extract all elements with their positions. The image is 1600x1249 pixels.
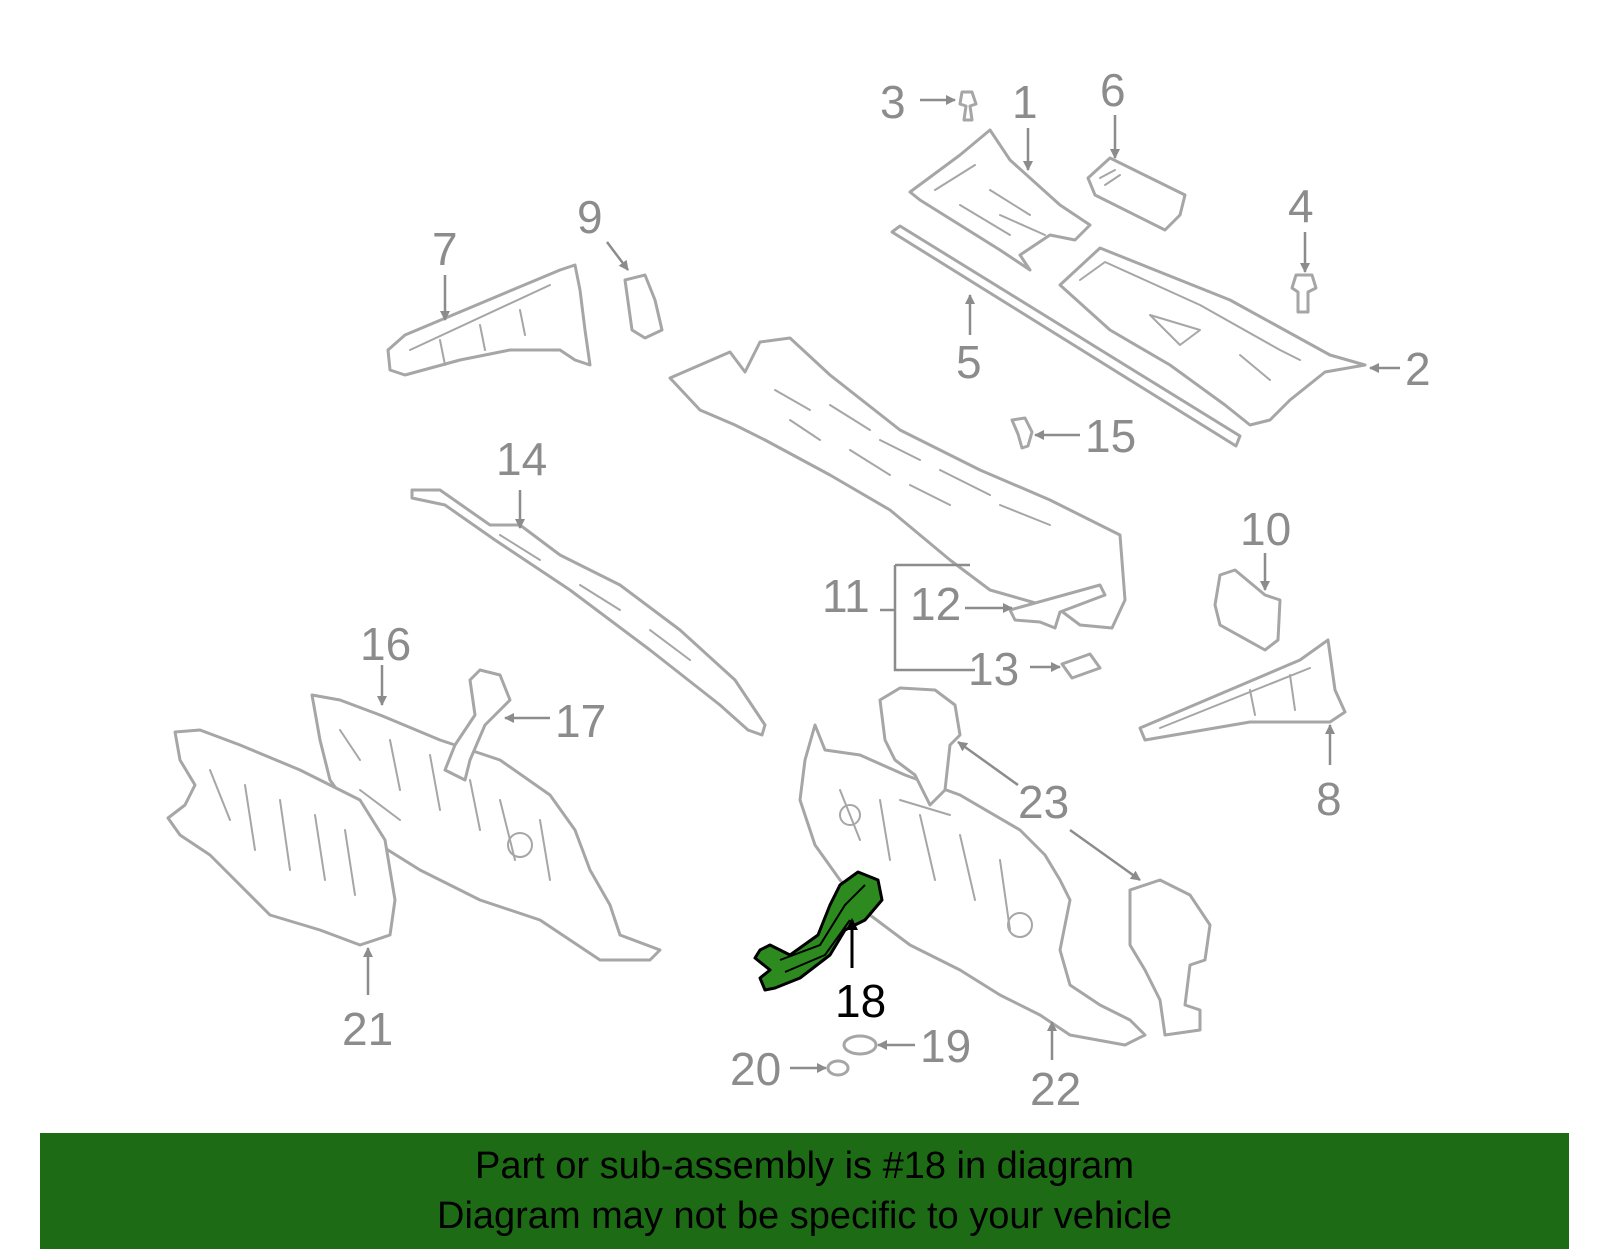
part-15-clip — [1010, 416, 1034, 450]
callout-2: 2 — [1405, 343, 1431, 395]
part-3-clip — [958, 90, 978, 122]
part-12-bracket — [1008, 583, 1107, 630]
callout-8: 8 — [1316, 773, 1342, 825]
callout-21: 21 — [342, 1003, 393, 1055]
callout-16: 16 — [360, 618, 411, 670]
part-6-vent-cover — [1086, 156, 1187, 232]
callout-15: 15 — [1085, 410, 1136, 462]
part-22-dash-assembly — [798, 723, 1147, 1047]
part-21-insulator — [166, 728, 397, 947]
part-13-plate — [1060, 652, 1102, 680]
callout-13: 13 — [968, 643, 1019, 695]
part-18-highlighted-brace — [753, 870, 884, 992]
part-20-plug — [826, 1059, 850, 1077]
banner-line-part: Part or sub-assembly is #18 in diagram — [475, 1145, 1134, 1187]
part-19-grommet — [842, 1034, 878, 1056]
banner-line-disclaimer: Diagram may not be specific to your vehi… — [437, 1195, 1172, 1237]
part-9-bracket — [623, 273, 664, 340]
callout-9: 9 — [577, 191, 603, 243]
part-5-weatherstrip — [890, 224, 1242, 448]
part-10-bracket — [1213, 568, 1282, 652]
callout-20: 20 — [730, 1043, 781, 1095]
part-1-cowl-panel — [908, 128, 1092, 272]
callout-5: 5 — [956, 336, 982, 388]
info-banner: Part or sub-assembly is #18 in diagram D… — [40, 1133, 1569, 1249]
part-23-insulator-pads — [878, 686, 1212, 1037]
callout-19: 19 — [920, 1020, 971, 1072]
leader-lines — [363, 95, 1400, 1073]
part-17-brace — [443, 668, 512, 782]
callout-10: 10 — [1240, 503, 1291, 555]
part-8-side-brace — [1138, 638, 1347, 742]
part-11-cowl-lower — [668, 336, 1127, 630]
callout-12: 12 — [910, 578, 961, 630]
callout-23: 23 — [1018, 776, 1069, 828]
callout-18: 18 — [835, 975, 886, 1027]
callout-11: 11 — [822, 570, 870, 622]
callout-1: 1 — [1012, 76, 1038, 128]
callout-labels: 1 2 3 4 5 6 7 8 9 10 11 12 13 14 15 16 1… — [342, 64, 1431, 1115]
callout-14: 14 — [496, 433, 547, 485]
callout-6: 6 — [1100, 64, 1126, 116]
callout-7: 7 — [432, 223, 458, 275]
part-2-cowl-louver — [1058, 246, 1367, 427]
part-7-side-brace — [386, 263, 592, 377]
part-4-fastener — [1290, 273, 1318, 314]
callout-3: 3 — [880, 76, 906, 128]
callout-17: 17 — [555, 695, 606, 747]
callout-4: 4 — [1288, 180, 1314, 232]
callout-22: 22 — [1030, 1063, 1081, 1115]
